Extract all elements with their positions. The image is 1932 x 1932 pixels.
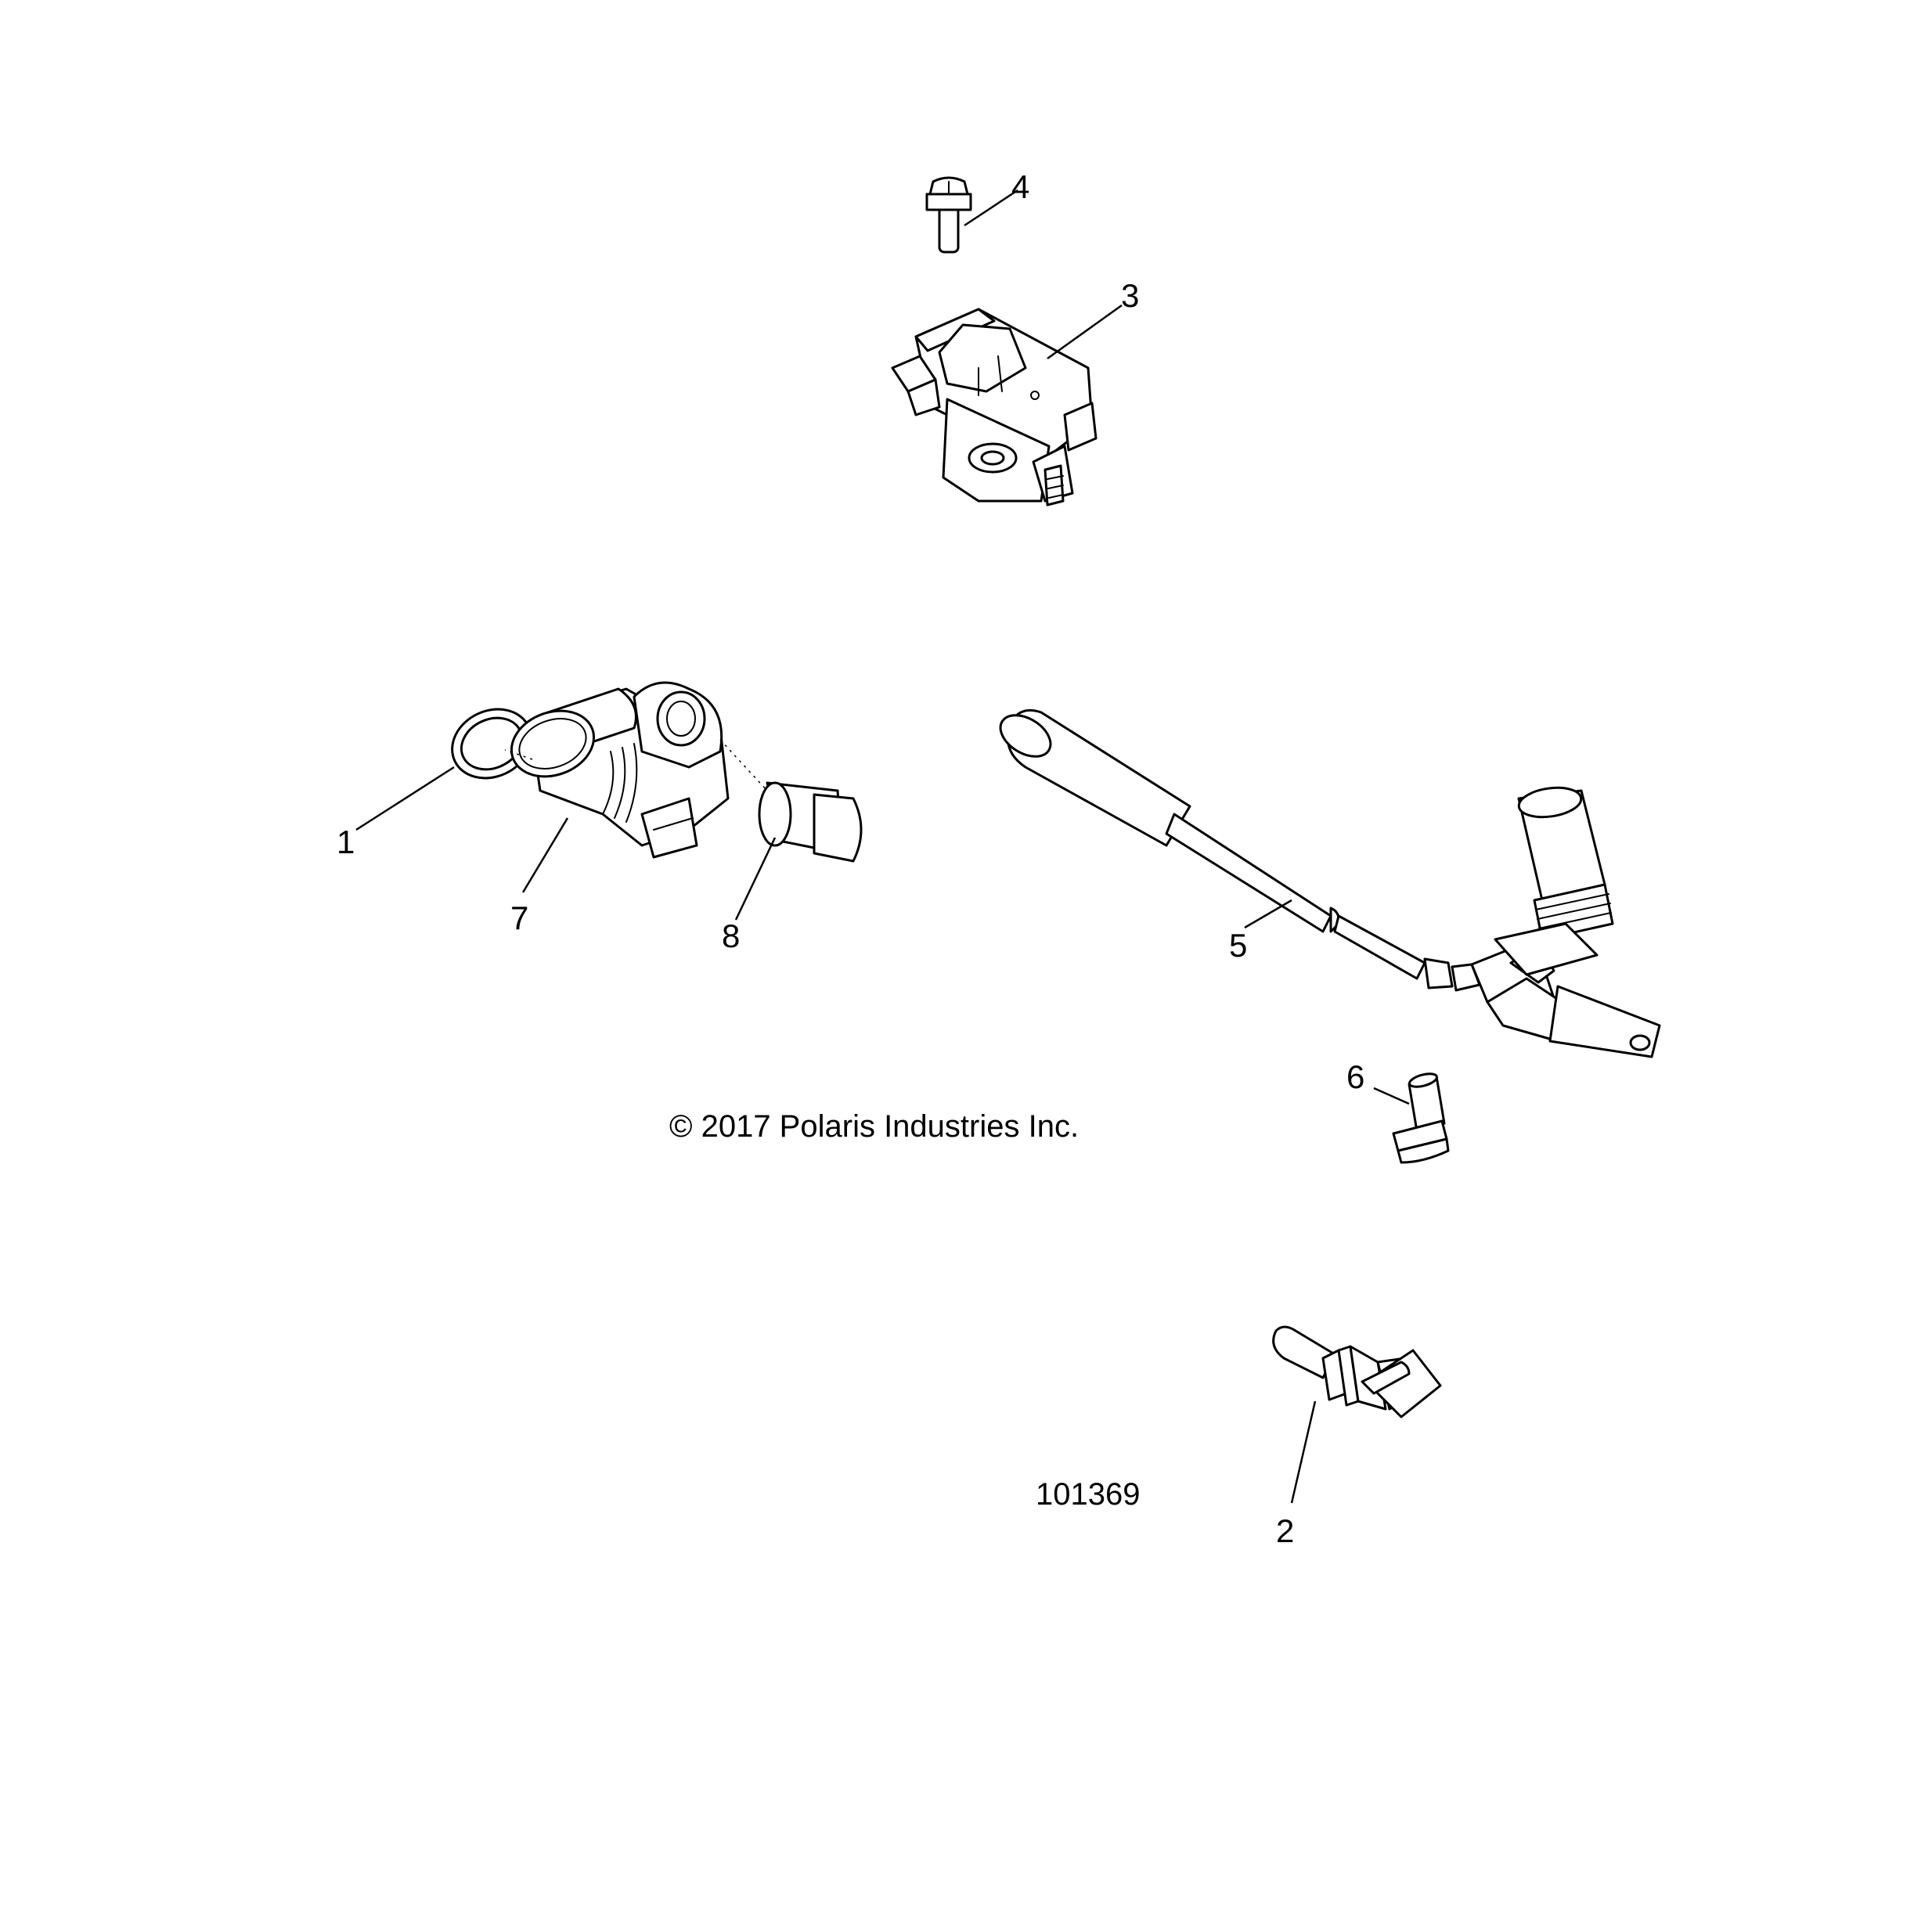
callout-6: 6 <box>1346 1058 1364 1095</box>
callout-8: 8 <box>722 917 740 954</box>
part-4-bolt <box>925 176 972 254</box>
leader-1 <box>355 766 455 831</box>
callout-2: 2 <box>1276 1512 1294 1549</box>
leader-3 <box>1047 304 1123 360</box>
leader-5 <box>1244 899 1292 929</box>
part-7-speed-sensor <box>510 681 730 859</box>
callout-7: 7 <box>510 899 528 936</box>
leader-lines <box>355 189 1410 1504</box>
callouts: 4 3 1 7 8 5 6 2 <box>337 168 1364 1549</box>
part-3-map-sensor <box>891 308 1098 506</box>
leader-7 <box>521 817 569 893</box>
callout-3: 3 <box>1121 277 1139 314</box>
part-6-bolt <box>1392 1072 1450 1164</box>
leader-2 <box>1290 1400 1317 1504</box>
part-5-sensor-cable <box>999 708 1661 1058</box>
callout-5: 5 <box>1229 927 1247 964</box>
leader-6 <box>1373 1087 1410 1105</box>
part-8-sleeve <box>758 781 863 863</box>
part-1-o-ring <box>451 708 532 780</box>
part-2-temp-sensor <box>1272 1325 1442 1418</box>
callout-4: 4 <box>1011 168 1029 205</box>
callout-1: 1 <box>337 824 355 860</box>
leader-4 <box>964 189 1018 227</box>
copyright-text: © 2017 Polaris Industries Inc. <box>669 1109 1079 1144</box>
leader-8 <box>734 837 777 921</box>
diagram-id: 101369 <box>1036 1477 1140 1512</box>
